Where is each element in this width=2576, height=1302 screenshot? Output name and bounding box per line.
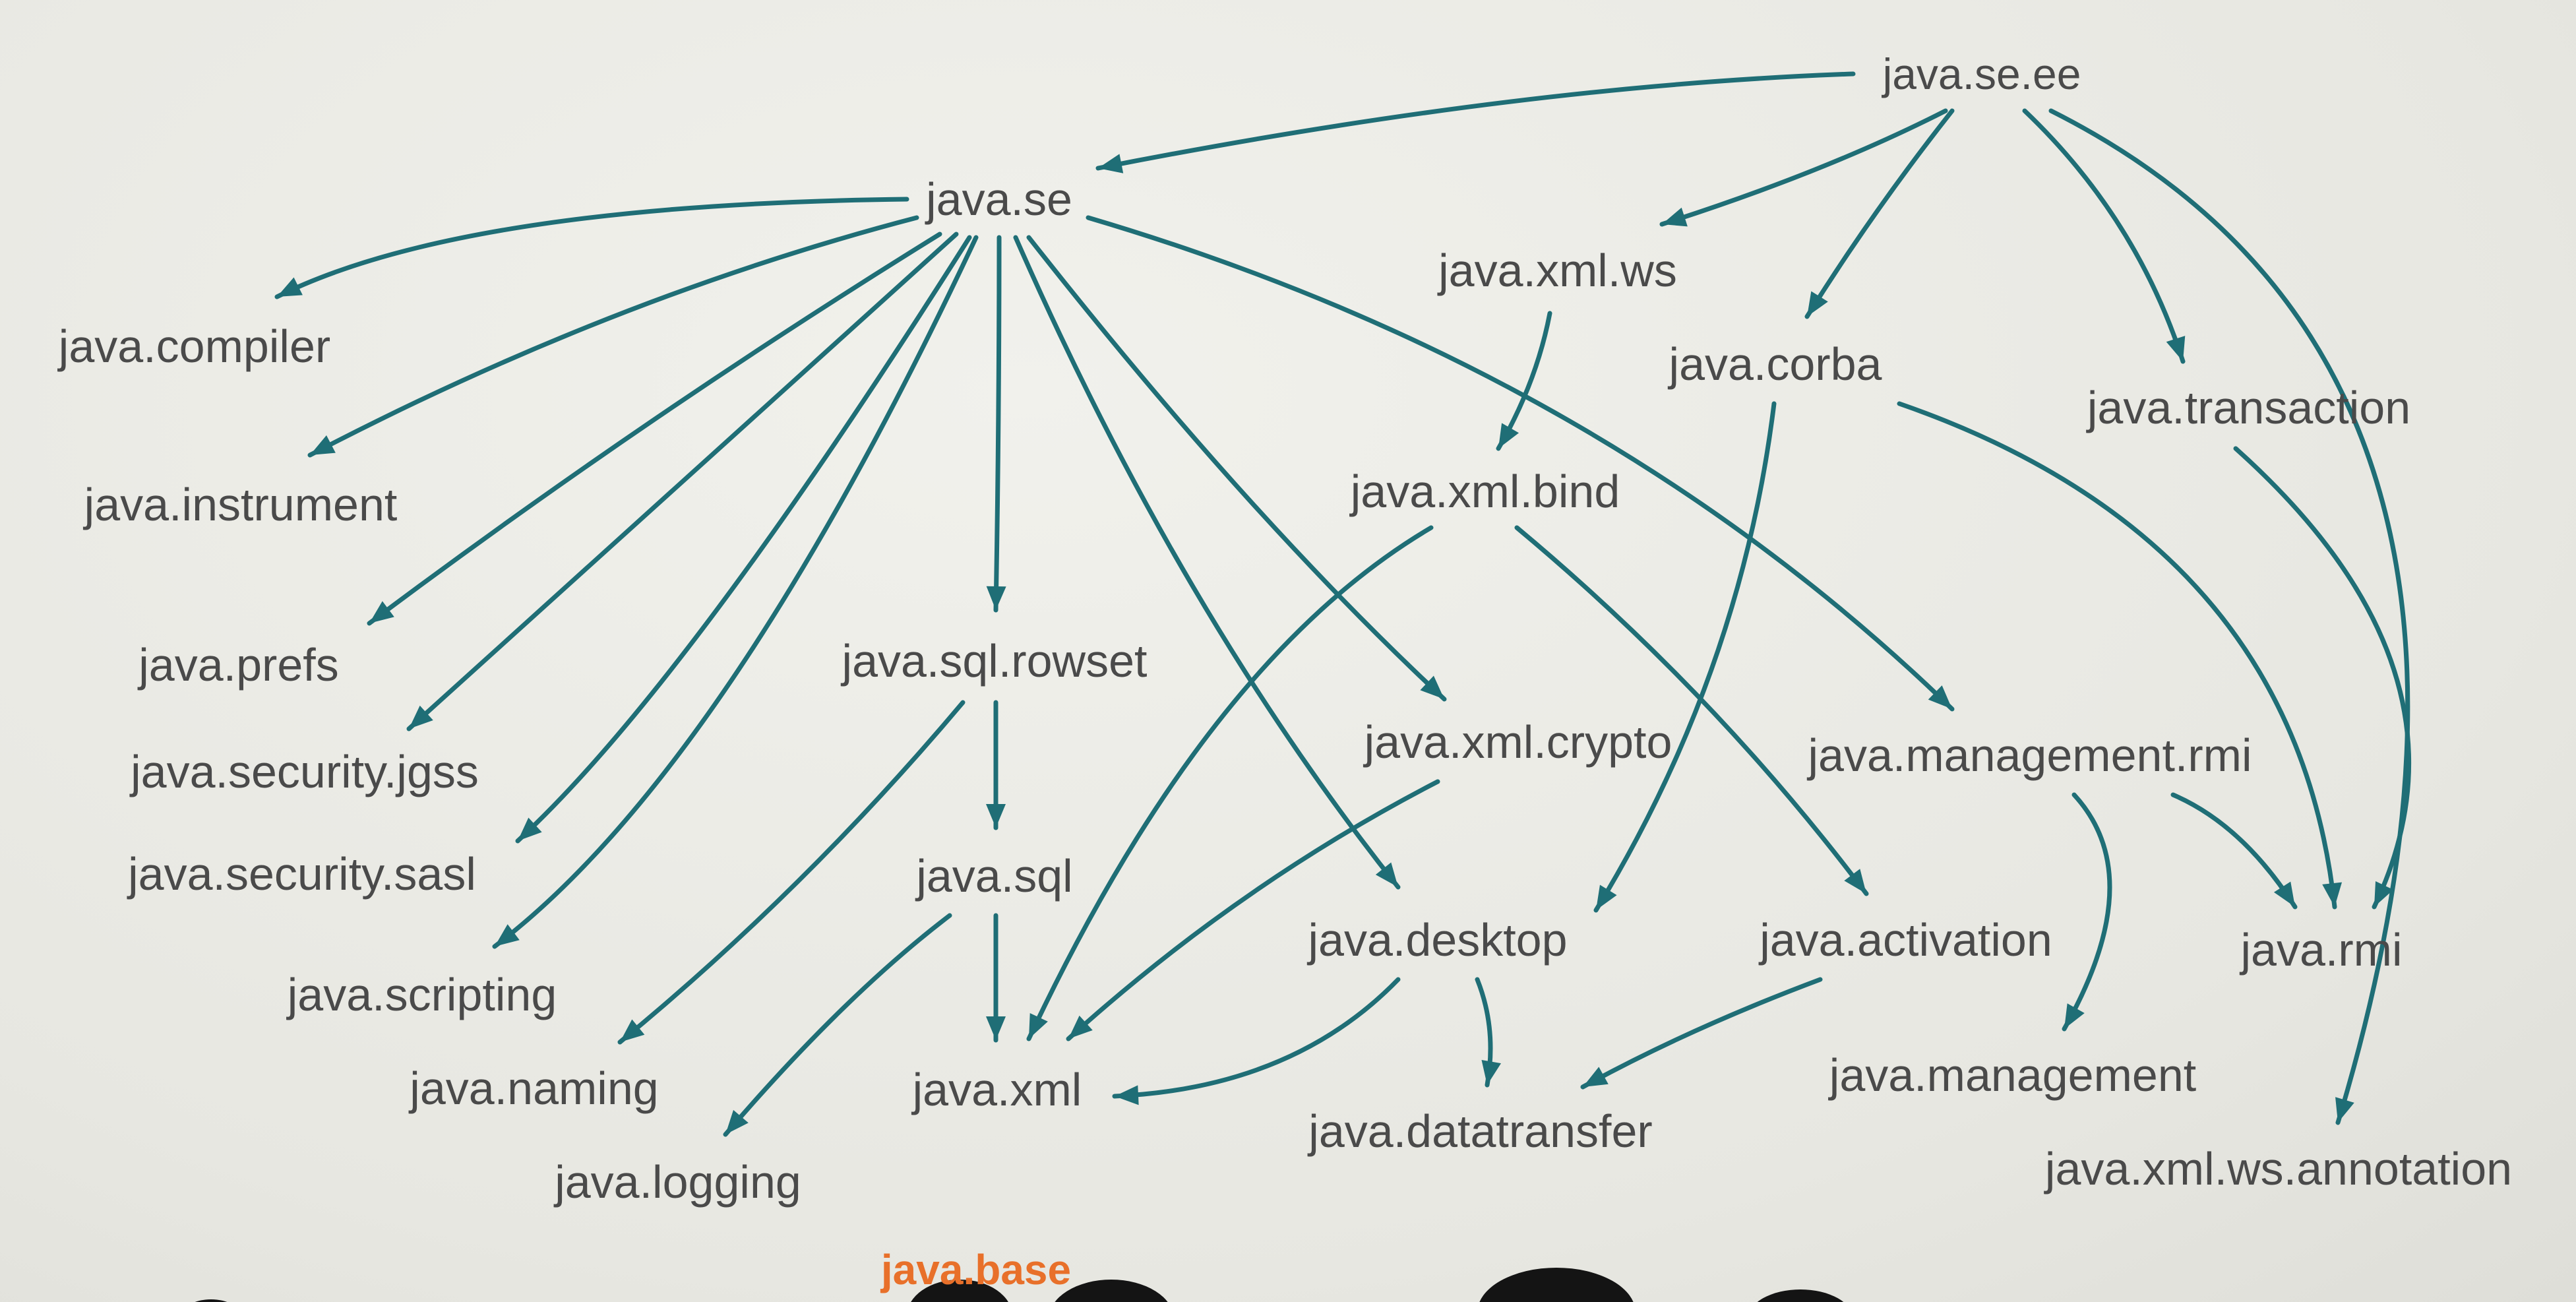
arrowhead-java-xml: [1115, 1085, 1139, 1105]
node-java-instrument: java.instrument: [84, 479, 398, 530]
edge-java-se-ee-to-java-se: [1095, 71, 1856, 171]
edge-java-se-to-java-compiler: [274, 197, 909, 299]
node-java-sql-rowset: java.sql.rowset: [842, 635, 1148, 687]
audience-head-3: [1757, 1289, 1844, 1302]
node-java-logging: java.logging: [555, 1156, 801, 1208]
edge-java-se-ee-to-java-xml-ws: [1659, 108, 1948, 227]
node-java-xml-ws: java.xml.ws: [1438, 245, 1677, 296]
arrowhead-java-prefs: [369, 601, 394, 623]
edge-java-corba-to-java-desktop: [1593, 401, 1777, 913]
arrowhead-java-desktop: [1596, 884, 1617, 910]
edge-java-management-rmi-to-java-management: [2062, 792, 2112, 1032]
arrowhead-java-instrument: [310, 435, 336, 455]
edge-java-se-to-java-security-jgss: [406, 232, 959, 731]
edge-java-transaction-to-java-rmi: [2233, 446, 2411, 910]
node-java-xml-ws-annotation: java.xml.ws.annotation: [2044, 1143, 2513, 1194]
node-java-xml: java.xml: [912, 1064, 1082, 1115]
node-java-security-jgss: java.security.jgss: [131, 746, 479, 797]
arrowhead-java-xml-crypto: [1420, 675, 1444, 699]
audience-head-0: [911, 1280, 1008, 1302]
arrowhead-java-sql: [620, 1019, 645, 1042]
edge-java-sql-to-java-logging: [723, 913, 952, 1137]
edge-java-management-rmi-to-java-rmi: [2170, 792, 2298, 910]
node-java-activation: java.activation: [1760, 914, 2052, 966]
node-java-security-sasl: java.security.sasl: [128, 848, 476, 900]
arrowhead-java-corba: [1807, 291, 1828, 317]
arrowhead-java-datatransfer: [1583, 1067, 1609, 1087]
arrowhead-java-rmi: [2374, 881, 2394, 907]
arrowhead-java-xml-bind: [1498, 423, 1519, 449]
edge-java-se-to-java-prefs: [367, 232, 942, 626]
edge-java-corba-to-java-rmi: [1897, 401, 2337, 910]
node-java-sql: java.sql: [916, 850, 1073, 902]
edge-java-se-to-java-security-sasl: [515, 235, 972, 844]
arrowhead-java-sql-rowset: [986, 586, 1006, 610]
node-java-xml-bind: java.xml.bind: [1350, 466, 1620, 517]
edge-java-se-to-java-scripting: [492, 235, 979, 949]
edge-java-se-ee-to-java-xml-ws-annotation: [2048, 108, 2410, 1125]
arrowhead-java-management: [2064, 1003, 2085, 1029]
arrowhead-java-compiler: [277, 277, 303, 297]
node-java-xml-crypto: java.xml.crypto: [1364, 716, 1672, 768]
node-java-rmi: java.rmi: [2240, 924, 2403, 976]
audience-head-2: [1479, 1268, 1634, 1302]
edge-java-se-ee-to-java-corba: [1804, 108, 1955, 319]
edge-java-se-to-java-instrument: [307, 215, 919, 458]
node-java-corba: java.corba: [1669, 338, 1882, 390]
audience-head-1: [1055, 1280, 1168, 1302]
arrowhead-java-activation: [1844, 869, 1866, 894]
arrowhead-java-scripting: [495, 924, 520, 946]
edge-java-xml-bind-to-java-xml: [1026, 525, 1434, 1041]
audience-head-4: [195, 1299, 228, 1302]
edge-java-se-to-java-desktop: [1013, 235, 1401, 890]
arrowhead-java-rmi: [2273, 881, 2295, 907]
arrowhead-java-naming: [986, 804, 1006, 828]
arrowhead-java-xml-ws: [1662, 207, 1688, 227]
arrowhead-java-se: [1098, 154, 1124, 173]
edge-java-se-to-java-management-rmi: [1086, 215, 1955, 712]
arrowhead-java-xml: [986, 1016, 1006, 1040]
edge-java-desktop-to-java-xml: [1112, 977, 1401, 1099]
node-java-naming: java.naming: [410, 1063, 659, 1114]
node-java-se: java.se: [926, 173, 1072, 225]
node-java-desktop: java.desktop: [1308, 914, 1568, 966]
edge-java-sql-rowset-to-java-sql: [617, 700, 966, 1045]
arrowhead-java-security-jgss: [409, 705, 433, 729]
edge-java-se-to-java-sql-rowset: [993, 235, 1002, 613]
node-java-transaction: java.transaction: [2087, 382, 2411, 433]
arrowhead-java-security-sasl: [518, 817, 542, 841]
node-java-base: java.base: [880, 1246, 1072, 1293]
node-java-compiler: java.compiler: [58, 321, 331, 372]
arrowhead-java-xml-ws-annotation: [2335, 1097, 2354, 1123]
node-java-scripting: java.scripting: [287, 969, 557, 1020]
arrowhead-java-datatransfer: [1481, 1059, 1502, 1085]
node-java-management: java.management: [1829, 1049, 2197, 1101]
edge-java-activation-to-java-datatransfer: [1580, 977, 1823, 1090]
arrowhead-java-xml: [1068, 1015, 1093, 1039]
arrowhead-java-transaction: [2166, 336, 2186, 361]
arrowhead-java-management-rmi: [1928, 685, 1952, 709]
node-java-se-ee: java.se.ee: [1882, 49, 2081, 98]
arrowhead-java-xml: [1029, 1013, 1048, 1039]
arrowhead-java-logging: [725, 1109, 749, 1134]
edge-java-se-to-java-xml-crypto: [1026, 235, 1447, 702]
edge-java-se-ee-to-java-transaction: [2022, 108, 2186, 364]
edge-java-xml-bind-to-java-activation: [1514, 525, 1869, 896]
node-java-management-rmi: java.management.rmi: [1808, 729, 2252, 781]
arrowhead-java-rmi: [2322, 882, 2343, 907]
arrowhead-java-desktop: [1375, 862, 1398, 887]
node-java-datatransfer: java.datatransfer: [1308, 1105, 1653, 1157]
edge-java-xml-crypto-to-java-xml: [1066, 779, 1440, 1041]
node-java-prefs: java.prefs: [138, 639, 339, 691]
